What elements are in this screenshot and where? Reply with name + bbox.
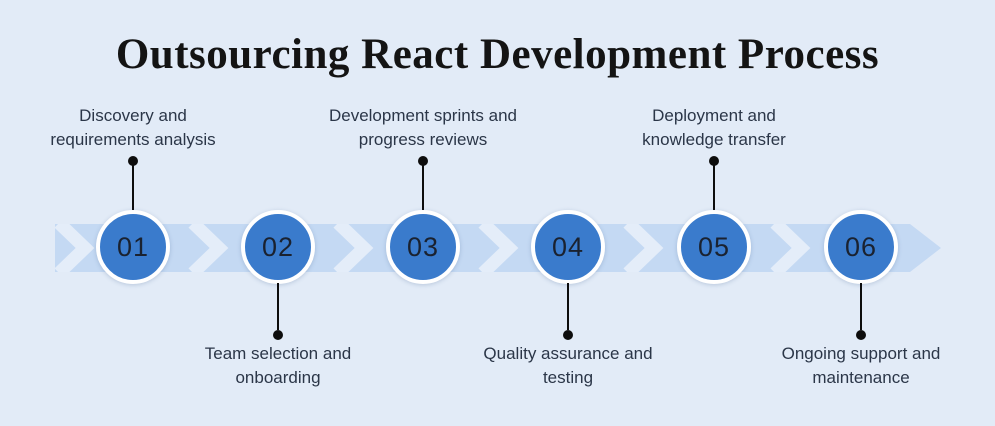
connector-dot (856, 330, 866, 340)
connector-line (422, 165, 424, 212)
step-label: Ongoing support and maintenance (781, 344, 941, 387)
step-label: Quality assurance and testing (483, 344, 653, 387)
step-circle: 01 (96, 210, 170, 284)
step-circle: 05 (677, 210, 751, 284)
step-number: 05 (697, 231, 731, 262)
chevron-separators (55, 224, 811, 272)
step-label: Development sprints and progress reviews (328, 106, 518, 149)
chevron-icon (188, 224, 229, 272)
chevron-icon (333, 224, 374, 272)
connector-line (277, 283, 279, 330)
step-number: 03 (406, 231, 440, 262)
connector-line (713, 165, 715, 212)
step-label: Discovery and requirements analysis (50, 106, 216, 149)
connector-dot (418, 156, 428, 166)
chevron-icon (478, 224, 519, 272)
connector-dot (709, 156, 719, 166)
connector-line (567, 283, 569, 330)
connector-line (860, 283, 862, 330)
diagram-title: Outsourcing React Development Process (115, 31, 880, 78)
step-circle: 03 (386, 210, 460, 284)
connector-line (132, 165, 134, 212)
step-circle: 02 (241, 210, 315, 284)
step-label: Team selection and onboarding (204, 344, 352, 387)
step-label: Deployment and knowledge transfer (642, 106, 786, 149)
connector-dot (273, 330, 283, 340)
chevron-icon (55, 224, 95, 272)
step-number: 06 (844, 231, 878, 262)
chevron-icon (770, 224, 811, 272)
step-circle: 06 (824, 210, 898, 284)
step-number: 02 (261, 231, 295, 262)
step-circle: 04 (531, 210, 605, 284)
chevron-icon (623, 224, 664, 272)
step-number: 04 (551, 231, 585, 262)
connector-dot (128, 156, 138, 166)
step-number: 01 (116, 231, 150, 262)
connector-dot (563, 330, 573, 340)
